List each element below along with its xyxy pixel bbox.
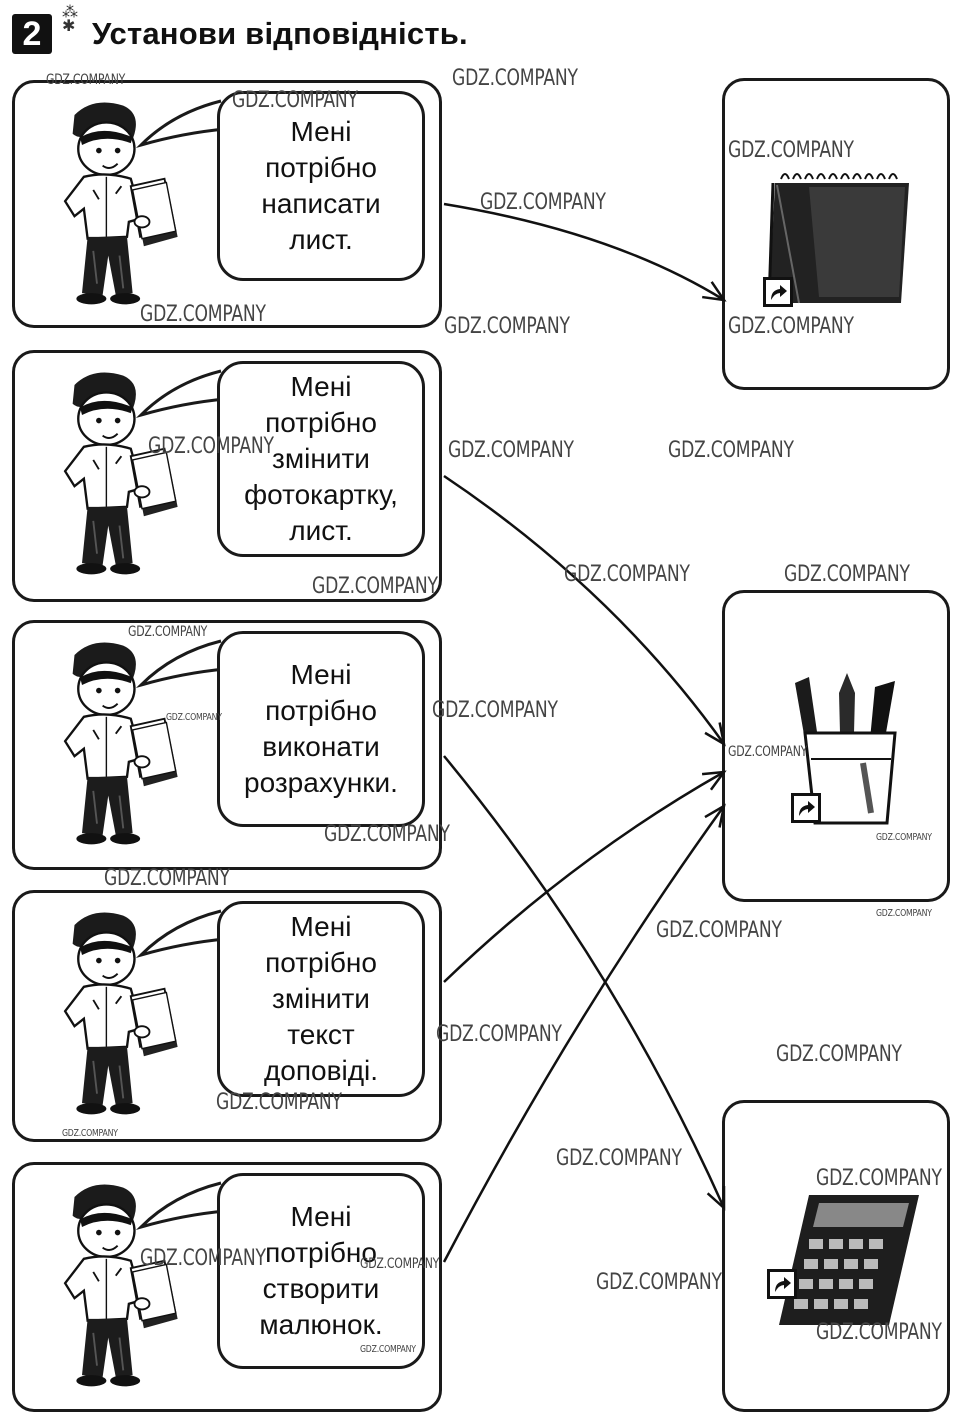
difficulty-stars-icon: ⁂✱	[62, 4, 78, 35]
bubble-line: потрібно	[265, 947, 377, 978]
bubble-line: малюнок.	[259, 1309, 383, 1340]
watermark: GDZ.COMPANY	[360, 1256, 440, 1272]
bubble-line: потрібно	[265, 407, 377, 438]
watermark: GDZ.COMPANY	[140, 302, 266, 327]
watermark: GDZ.COMPANY	[776, 1042, 902, 1067]
speech-bubble: Мені потрібно створити малюнок.	[217, 1173, 425, 1369]
arrowhead-icon	[702, 281, 727, 302]
watermark: GDZ.COMPANY	[46, 72, 126, 88]
bubble-line: Мені	[290, 371, 352, 402]
watermark: GDZ.COMPANY	[324, 822, 450, 847]
bubble-line: написати	[261, 188, 381, 219]
speech-tail-icon	[135, 99, 226, 149]
paint-icon	[795, 673, 897, 825]
app-box-calculator[interactable]	[722, 1100, 950, 1412]
bubble-line: потрібно	[265, 695, 377, 726]
watermark: GDZ.COMPANY	[360, 1344, 416, 1355]
watermark: GDZ.COMPANY	[480, 190, 606, 215]
match-arrow	[443, 474, 726, 745]
watermark: GDZ.COMPANY	[784, 562, 910, 587]
bubble-line: лист.	[289, 224, 353, 255]
watermark: GDZ.COMPANY	[432, 698, 558, 723]
match-arrow	[443, 770, 725, 983]
match-arrow	[443, 202, 725, 302]
watermark: GDZ.COMPANY	[104, 866, 230, 891]
app-box-paint[interactable]	[722, 590, 950, 902]
watermark: GDZ.COMPANY	[656, 918, 782, 943]
bubble-line: Мені	[290, 659, 352, 690]
speech-tail-icon	[135, 909, 226, 959]
speech-tail-icon	[135, 369, 226, 419]
app-box-notepad[interactable]	[722, 78, 950, 390]
request-card-4[interactable]: Мені потрібно змінити текст доповіді.	[12, 890, 442, 1142]
bubble-line: розрахунки.	[244, 767, 398, 798]
watermark: GDZ.COMPANY	[556, 1146, 682, 1171]
task-title: Установи відповідність.	[92, 16, 468, 51]
arrowhead-icon	[704, 803, 726, 828]
speech-bubble: Мені потрібно написати лист.	[217, 91, 425, 281]
watermark: GDZ.COMPANY	[876, 908, 932, 919]
speech-tail-icon	[135, 1181, 226, 1231]
watermark: GDZ.COMPANY	[448, 438, 574, 463]
watermark: GDZ.COMPANY	[728, 314, 854, 339]
bubble-line: Мені	[290, 1201, 352, 1232]
bubble-line: Мені	[290, 116, 352, 147]
bubble-line: Мені	[290, 911, 352, 942]
shortcut-arrow-icon	[791, 793, 821, 823]
bubble-line: змінити	[272, 983, 370, 1014]
shortcut-arrow-icon	[767, 1269, 797, 1299]
bubble-line: фотокартку,	[244, 479, 398, 510]
watermark: GDZ.COMPANY	[216, 1090, 342, 1115]
bubble-line: лист.	[289, 515, 353, 546]
request-card-3[interactable]: Мені потрібно виконати розрахунки.	[12, 620, 442, 870]
request-card-2[interactable]: Мені потрібно змінити фотокартку, лист.	[12, 350, 442, 602]
task-number: 2	[12, 14, 52, 54]
calculator-icon	[779, 1195, 919, 1325]
watermark: GDZ.COMPANY	[668, 438, 794, 463]
bubble-line: доповіді.	[263, 1055, 379, 1086]
arrowhead-icon	[704, 722, 726, 747]
watermark: GDZ.COMPANY	[444, 314, 570, 339]
watermark: GDZ.COMPANY	[876, 832, 932, 843]
watermark: GDZ.COMPANY	[816, 1320, 942, 1345]
speech-bubble: Мені потрібно змінити текст доповіді.	[217, 901, 425, 1097]
watermark: GDZ.COMPANY	[148, 434, 274, 459]
notepad-icon	[767, 173, 909, 304]
watermark: GDZ.COMPANY	[596, 1270, 722, 1295]
watermark: GDZ.COMPANY	[816, 1166, 942, 1191]
watermark: GDZ.COMPANY	[728, 744, 808, 760]
bubble-line: текст	[287, 1019, 355, 1050]
watermark: GDZ.COMPANY	[140, 1246, 266, 1271]
watermark: GDZ.COMPANY	[564, 562, 690, 587]
request-card-5[interactable]: Мені потрібно створити малюнок.	[12, 1162, 442, 1412]
watermark: GDZ.COMPANY	[452, 66, 578, 91]
bubble-line: потрібно	[265, 152, 377, 183]
request-card-1[interactable]: Мені потрібно написати лист.	[12, 80, 442, 328]
watermark: GDZ.COMPANY	[436, 1022, 562, 1047]
speech-bubble: Мені потрібно змінити фотокартку, лист.	[217, 361, 425, 557]
watermark: GDZ.COMPANY	[312, 574, 438, 599]
watermark: GDZ.COMPANY	[128, 624, 208, 640]
match-arrow	[442, 805, 726, 1263]
arrowhead-icon	[701, 770, 727, 791]
bubble-line: потрібно	[265, 1237, 377, 1268]
watermark: GDZ.COMPANY	[166, 712, 222, 723]
watermark: GDZ.COMPANY	[62, 1128, 118, 1139]
bubble-line: виконати	[262, 731, 380, 762]
speech-tail-icon	[135, 639, 226, 689]
watermark: GDZ.COMPANY	[232, 88, 358, 113]
speech-bubble: Мені потрібно виконати розрахунки.	[217, 631, 425, 827]
watermark: GDZ.COMPANY	[728, 138, 854, 163]
arrowhead-icon	[706, 1185, 726, 1211]
match-arrow	[443, 755, 726, 1209]
bubble-line: змінити	[272, 443, 370, 474]
shortcut-arrow-icon	[763, 277, 793, 307]
bubble-line: створити	[262, 1273, 380, 1304]
